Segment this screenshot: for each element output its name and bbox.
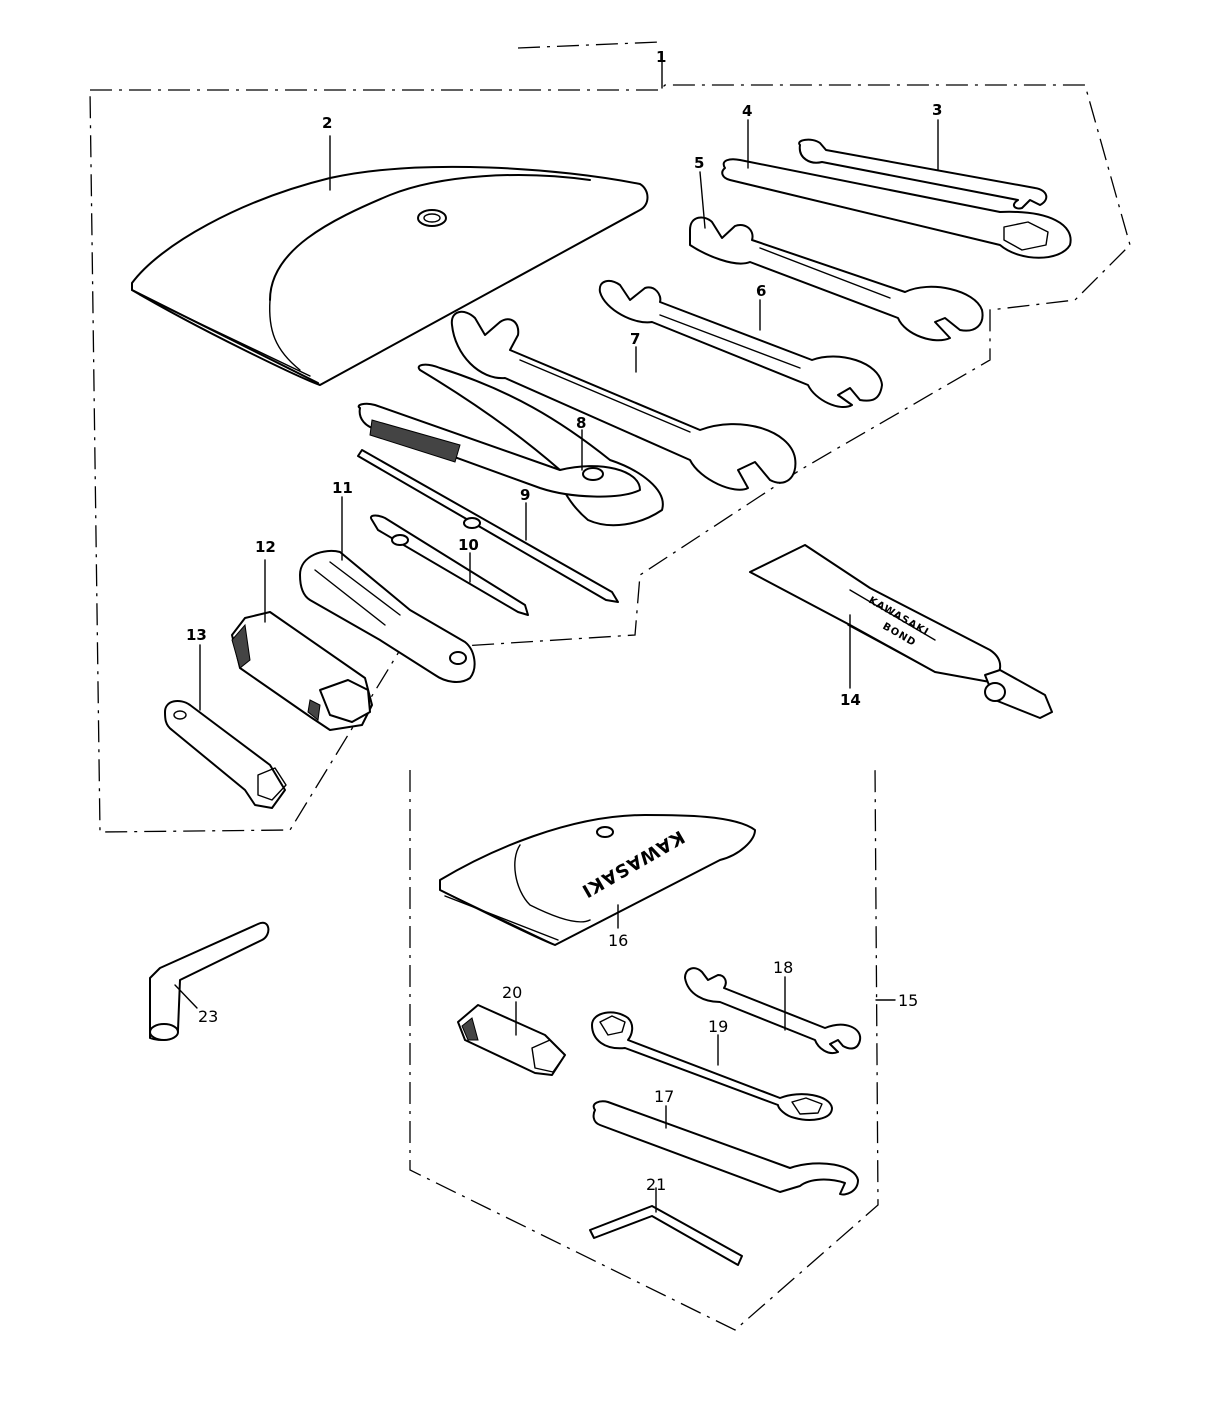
tool-bag-part-2 [131,165,649,386]
callout-18: 18 [773,958,793,977]
callout-labels: 1 2 3 4 5 6 7 8 9 10 11 12 13 14 15 16 1… [186,48,942,1194]
callout-4: 4 [742,102,752,120]
leader-lines [174,119,939,1213]
l-socket-wrench-part-23 [149,921,270,1041]
callout-6: 6 [756,282,766,300]
hook-wrench-part-17 [592,1100,859,1196]
callout-15: 15 [898,991,918,1010]
plug-wrench-part-12 [231,611,373,731]
callout-21: 21 [646,1175,666,1194]
callout-3: 3 [932,101,942,119]
callout-11: 11 [332,479,353,497]
wrench-part-4 [721,158,1072,259]
wrench-part-5 [689,216,984,342]
callout-23: 23 [198,1007,218,1026]
kit-1-boundary [89,41,1131,833]
callout-5: 5 [694,154,704,172]
screwdriver-part-10 [370,514,529,616]
wrench-part-3 [798,138,1048,210]
callout-16: 16 [608,931,628,950]
glue-tube-part-14: KAWASAKI BOND [749,544,1053,719]
callout-8: 8 [576,414,586,432]
callout-19: 19 [708,1017,728,1036]
wrench-part-6 [598,279,883,408]
callout-17: 17 [654,1087,674,1106]
callout-14: 14 [840,691,861,709]
callout-10: 10 [458,536,479,554]
callout-7: 7 [630,330,640,348]
wrench-part-19 [591,1011,833,1121]
wrench-part-7 [450,310,797,491]
tube-wrench-part-13 [164,699,287,809]
plug-socket-part-20 [457,1004,566,1076]
wrench-part-18 [684,967,862,1054]
hex-key-part-21 [589,1205,743,1266]
callout-9: 9 [520,486,530,504]
callout-20: 20 [502,983,522,1002]
screwdriver-handle-part-11 [299,550,476,683]
screwdriver-part-9 [357,449,619,603]
pliers-part-8 [357,363,664,527]
callout-13: 13 [186,626,207,644]
kit-15-boundary [409,764,879,1331]
tool-bag-part-16: KAWASAKI [439,814,756,946]
callout-1: 1 [656,48,666,66]
callout-12: 12 [255,538,276,556]
callout-2: 2 [322,114,332,132]
